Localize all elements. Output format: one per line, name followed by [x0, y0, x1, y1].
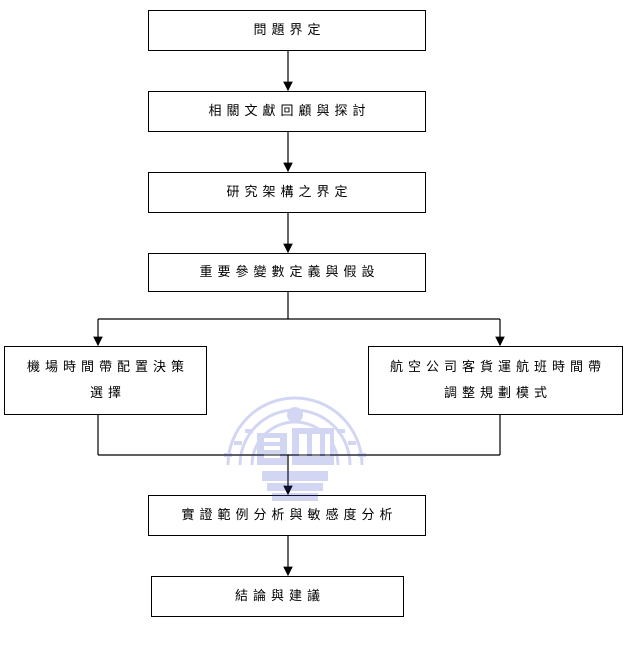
node-problem-definition-label: 問題界定	[253, 22, 326, 38]
node-problem-definition: 問題界定	[148, 10, 426, 51]
node-empirical-analysis-label: 實證範例分析與敏感度分析	[181, 507, 398, 523]
node-airport-slot-model-line1: 機場時間帶配置決策	[26, 359, 189, 375]
node-airline-scheduling-model-line2: 調整規劃模式	[443, 385, 552, 401]
node-literature-review: 相關文獻回顧與探討	[148, 91, 426, 132]
node-conclusion-label: 結論與建議	[234, 588, 325, 604]
node-conclusion: 結論與建議	[151, 576, 404, 617]
node-research-framework: 研究架構之界定	[148, 172, 426, 213]
node-research-framework-label: 研究架構之界定	[226, 184, 353, 200]
node-parameter-definition: 重要參變數定義與假設	[148, 253, 426, 292]
node-airport-slot-model: 機場時間帶配置決策 選擇	[4, 346, 207, 415]
node-airline-scheduling-model-line1: 航空公司客貨運航班時間帶	[389, 359, 606, 375]
node-literature-review-label: 相關文獻回顧與探討	[208, 103, 371, 119]
node-airline-scheduling-model: 航空公司客貨運航班時間帶 調整規劃模式	[368, 346, 623, 415]
node-parameter-definition-label: 重要參變數定義與假設	[199, 264, 380, 280]
node-empirical-analysis: 實證範例分析與敏感度分析	[148, 495, 426, 536]
node-airport-slot-model-line2: 選擇	[89, 385, 126, 401]
